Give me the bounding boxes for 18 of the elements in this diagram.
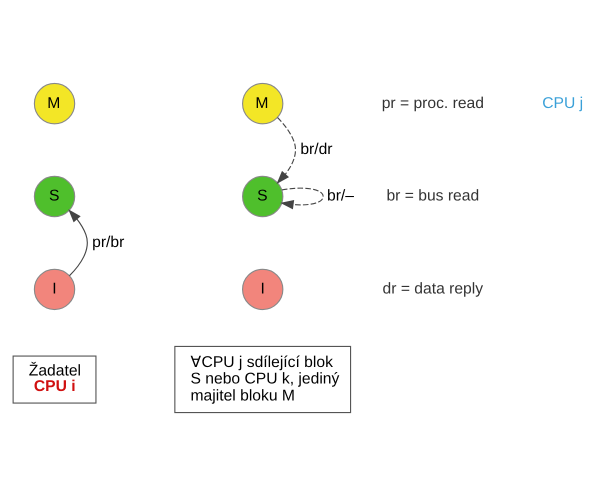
node-circle: M	[242, 82, 284, 124]
node-box: Žadatel CPU i	[12, 354, 96, 404]
node-circle: M	[34, 82, 76, 124]
arrow	[280, 187, 324, 209]
edge-label: br/dr	[300, 140, 333, 158]
node-circle: S	[34, 175, 76, 217]
arrow	[68, 208, 88, 276]
label: CPU j	[542, 94, 584, 112]
node-circle: I	[34, 268, 76, 310]
label: dr = data reply	[382, 280, 484, 298]
label: pr = proc. read	[382, 94, 484, 112]
node-circle: I	[242, 268, 284, 310]
arrow	[276, 116, 296, 184]
edge-label: pr/br	[92, 234, 124, 251]
node-circle: S	[242, 175, 284, 217]
node-box: ∀CPU j sdílející blok S nebo CPU k, jediný majitel bloku M	[174, 345, 352, 413]
label: br = bus read	[386, 187, 480, 204]
edge-label: br/–	[327, 187, 354, 204]
